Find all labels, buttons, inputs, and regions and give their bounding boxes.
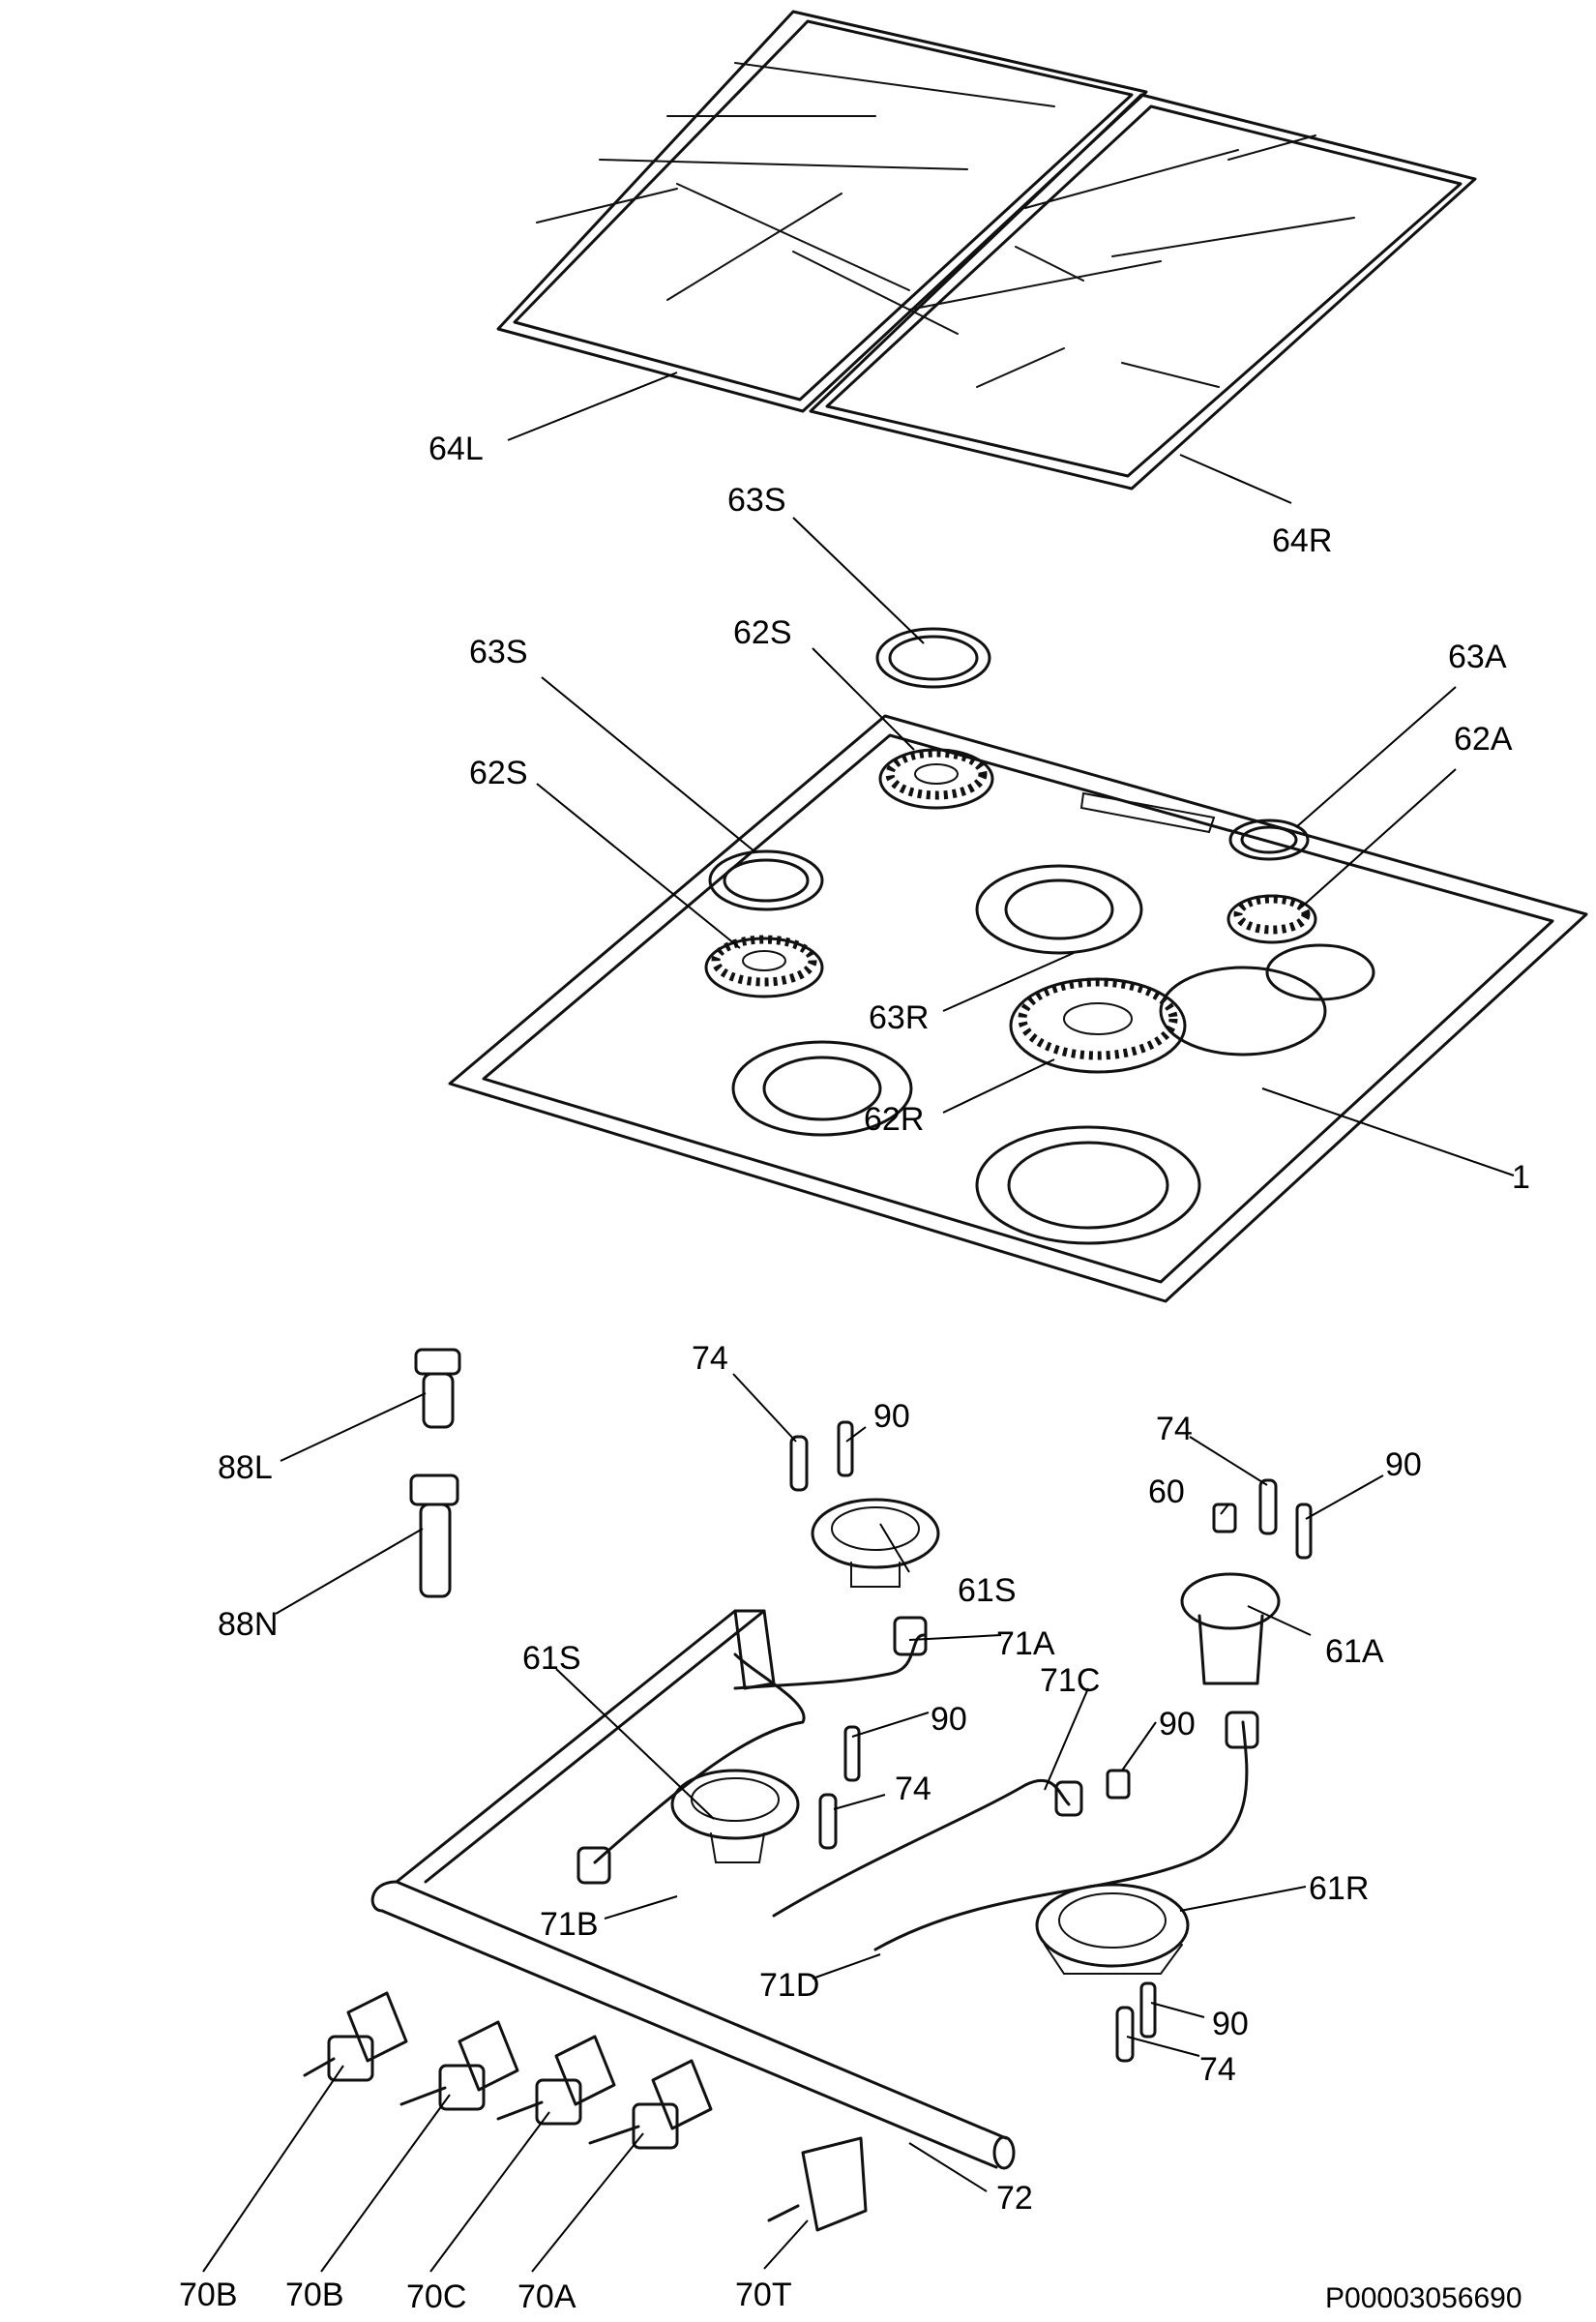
label-63a: 63A — [1448, 639, 1507, 675]
gas-tap-70c — [496, 2035, 616, 2126]
label-90-right-middle: 90 — [1159, 1706, 1196, 1742]
gas-pipe-71c — [772, 1778, 1083, 1918]
label-61s-top: 61S — [958, 1572, 1017, 1609]
label-90-bottom: 90 — [1212, 2006, 1249, 2042]
injector-60 — [1212, 1503, 1237, 1533]
label-62s-left: 62S — [469, 755, 528, 791]
label-63s-left: 63S — [469, 634, 528, 670]
label-71c: 71C — [1040, 1662, 1100, 1699]
spark-plug-90-right — [1295, 1503, 1313, 1560]
burner-cap-63a — [1228, 819, 1310, 861]
burner-62r — [1009, 977, 1187, 1074]
gas-tap-70t — [767, 2136, 868, 2232]
label-71a: 71A — [996, 1625, 1055, 1662]
label-64r: 64R — [1272, 522, 1332, 559]
burner-cap-63s-top — [875, 627, 991, 689]
label-70c: 70C — [406, 2278, 466, 2315]
label-70t: 70T — [735, 2277, 792, 2313]
pan-support-right — [809, 93, 1477, 491]
document-id: P00003056690 — [1325, 2282, 1522, 2314]
pan-support-left — [496, 10, 1148, 413]
burner-base-61a — [1180, 1572, 1281, 1685]
burner-cap-63s-left — [708, 849, 824, 911]
burner-62s-left — [704, 935, 824, 998]
burner-base-61r — [1035, 1883, 1190, 1975]
thermocouple-74-middle — [818, 1793, 838, 1850]
label-70b-left: 70B — [179, 2277, 238, 2313]
label-62r: 62R — [864, 1101, 924, 1138]
label-90-middle: 90 — [931, 1701, 967, 1738]
label-61r: 61R — [1309, 1870, 1369, 1907]
spark-plug-90-right-middle — [1106, 1769, 1131, 1800]
label-1: 1 — [1512, 1159, 1530, 1196]
burner-base-61s-middle — [670, 1769, 800, 1863]
gas-pipe-71b — [576, 1652, 806, 1885]
label-62s-top: 62S — [733, 614, 792, 651]
gas-tap-70b-left — [303, 1991, 408, 2082]
label-64l: 64L — [429, 431, 484, 467]
label-74-bottom: 74 — [1199, 2051, 1236, 2088]
gas-tap-70a — [588, 2059, 713, 2150]
label-71d: 71D — [759, 1967, 819, 2004]
gas-pipe-71a — [733, 1616, 928, 1690]
burner-62a — [1227, 894, 1317, 944]
spark-plug-90-middle — [843, 1725, 861, 1782]
burner-62s-top — [878, 748, 994, 810]
leader-lines — [202, 372, 1515, 2273]
label-60: 60 — [1148, 1474, 1185, 1510]
hose-nozzle-88l — [414, 1348, 461, 1429]
spark-plug-90-bottom — [1139, 1981, 1157, 2039]
label-70b-right: 70B — [285, 2277, 344, 2313]
thermocouple-74-bottom — [1115, 2006, 1135, 2063]
label-63r: 63R — [869, 999, 929, 1036]
hob-top — [448, 714, 1588, 1303]
label-62a: 62A — [1454, 721, 1513, 758]
hose-nozzle-88n — [409, 1474, 459, 1598]
label-88n: 88N — [218, 1606, 278, 1643]
thermocouple-74-top — [789, 1435, 809, 1492]
gas-pipe-71d — [873, 1711, 1259, 1951]
label-63s-top: 63S — [727, 482, 786, 519]
label-61a: 61A — [1325, 1633, 1384, 1670]
thermocouple-74-right — [1258, 1478, 1278, 1535]
part-labels: 64L 64R 63S 62S 63S 62S 63A 62A 63R 62R … — [179, 431, 1530, 2315]
label-70a: 70A — [517, 2278, 576, 2315]
gas-tap-70b-right — [399, 2020, 519, 2111]
label-74-top: 74 — [692, 1340, 728, 1377]
label-72: 72 — [996, 2180, 1033, 2217]
label-90-right: 90 — [1385, 1446, 1422, 1483]
label-61s-middle: 61S — [522, 1640, 581, 1677]
spark-plug-90-top — [837, 1420, 854, 1477]
gas-manifold-72 — [370, 1609, 1016, 2170]
label-74-right: 74 — [1156, 1411, 1193, 1447]
burner-base-61s-top — [811, 1498, 940, 1588]
label-88l: 88L — [218, 1449, 273, 1486]
label-74-middle: 74 — [895, 1771, 931, 1807]
label-71b: 71B — [540, 1906, 599, 1943]
label-90-top: 90 — [873, 1398, 910, 1435]
